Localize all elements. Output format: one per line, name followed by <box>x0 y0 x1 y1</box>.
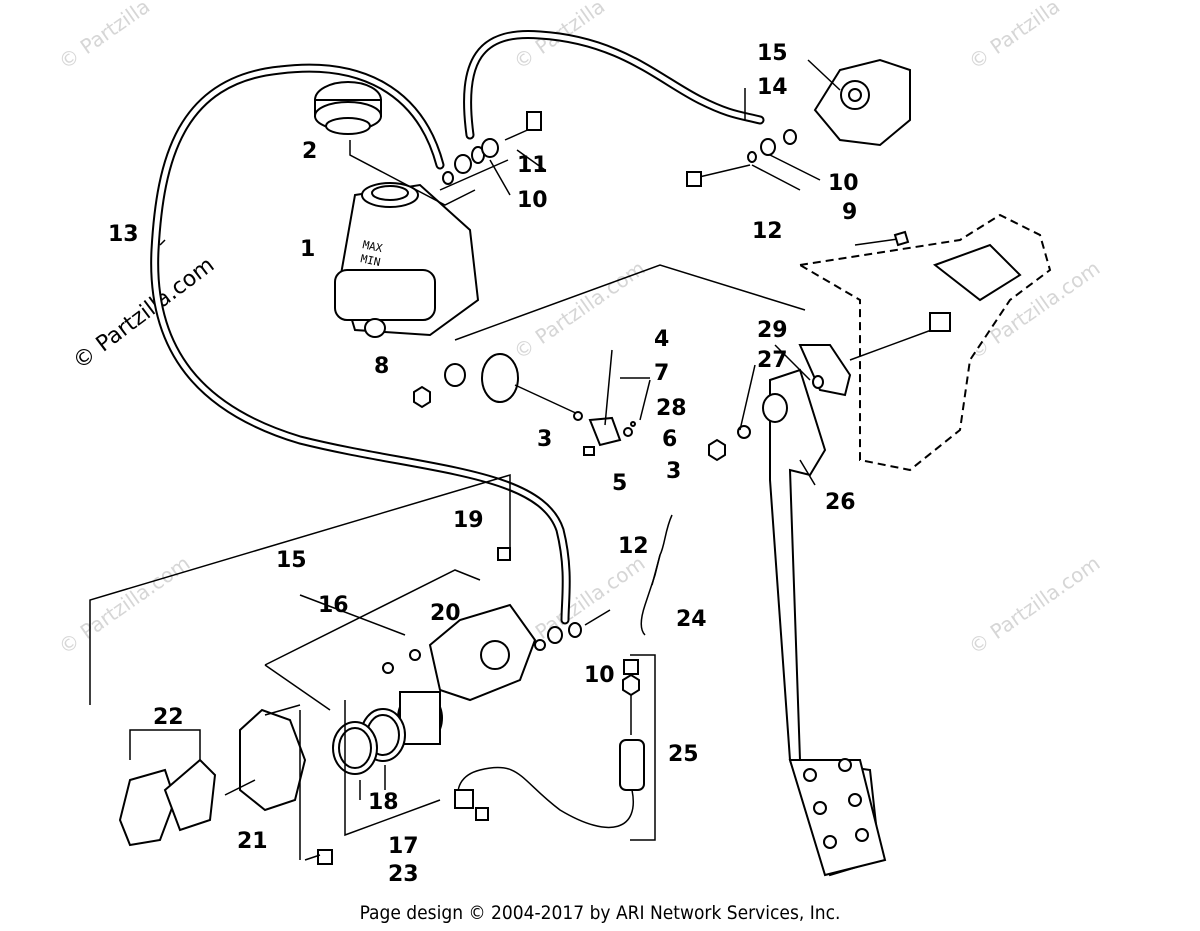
label-3: 3 <box>666 459 681 484</box>
label-15: 15 <box>276 548 307 573</box>
label-3: 3 <box>537 427 552 452</box>
label-19: 19 <box>453 508 484 533</box>
label-23: 23 <box>388 862 419 887</box>
label-10: 10 <box>584 663 615 688</box>
label-4: 4 <box>654 327 669 352</box>
label-11: 11 <box>517 153 548 178</box>
label-1: 1 <box>300 237 315 262</box>
label-7: 7 <box>654 361 669 386</box>
caliper-upper <box>686 58 911 187</box>
brake-pedal <box>708 344 887 877</box>
leader-lines <box>89 59 841 860</box>
brake-hose <box>150 29 765 625</box>
return-spring <box>640 514 673 636</box>
pedal-bracket <box>797 213 1052 472</box>
label-6: 6 <box>662 427 677 452</box>
banjo-fittings-upper <box>442 111 542 185</box>
label-12: 12 <box>752 219 783 244</box>
min-mark: MIN <box>359 252 381 269</box>
label-15: 15 <box>757 41 788 66</box>
label-8: 8 <box>374 354 389 379</box>
watermark: © Partzilla.com <box>509 256 649 364</box>
clevis-assembly <box>573 411 636 456</box>
label-27: 27 <box>757 348 788 373</box>
label-13: 13 <box>108 222 139 247</box>
master-cylinder: MAX MIN <box>334 182 581 416</box>
label-24: 24 <box>676 607 707 632</box>
label-26: 26 <box>825 490 856 515</box>
max-mark: MAX <box>361 238 384 255</box>
caliper-lower <box>332 547 611 775</box>
label-12: 12 <box>618 534 649 559</box>
label-18: 18 <box>368 790 399 815</box>
label-20: 20 <box>430 601 461 626</box>
brake-pads <box>118 758 217 847</box>
label-21: 21 <box>237 829 268 854</box>
label-2: 2 <box>302 139 317 164</box>
label-14: 14 <box>757 75 788 100</box>
caliper-bracket <box>224 704 307 812</box>
label-10: 10 <box>828 171 859 196</box>
label-28: 28 <box>656 396 687 421</box>
copyright-footer: Page design © 2004-2017 by ARI Network S… <box>360 902 841 924</box>
label-17: 17 <box>388 834 419 859</box>
watermark: © Partzilla <box>54 0 154 74</box>
label-25: 25 <box>668 742 699 767</box>
label-22: 22 <box>153 705 184 730</box>
callout-labels: 1 2 3 3 4 5 6 7 8 9 10 10 10 11 12 12 13… <box>108 41 859 887</box>
label-16: 16 <box>318 593 349 618</box>
label-5: 5 <box>612 471 627 496</box>
label-10: 10 <box>517 188 548 213</box>
label-9: 9 <box>842 200 857 225</box>
watermark: © Partzilla <box>964 0 1064 74</box>
bleeder-screw <box>304 849 333 865</box>
brake-switch <box>454 659 645 829</box>
reservoir-cap <box>314 81 382 135</box>
watermark: © Partzilla.com <box>54 551 194 659</box>
partzilla-watermark: © Partzilla.com <box>69 253 220 375</box>
watermark: © Partzilla.com <box>964 551 1104 659</box>
label-29: 29 <box>757 318 788 343</box>
